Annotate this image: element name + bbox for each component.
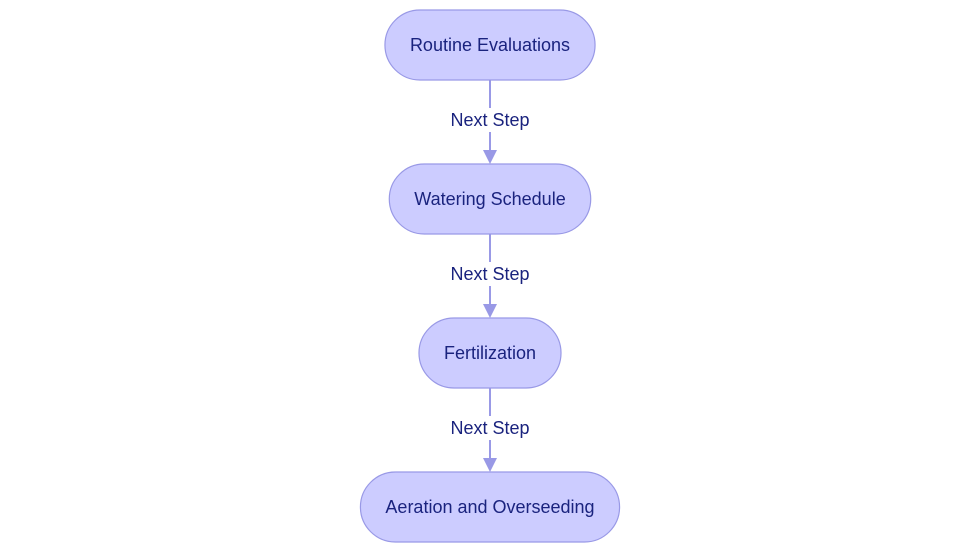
node-shape-watering-schedule <box>388 163 592 235</box>
edge-label-background <box>447 262 533 286</box>
node-shape-routine-evaluations <box>384 9 596 81</box>
node-label-routine-evaluations: Routine Evaluations <box>410 35 570 55</box>
arrow-head-icon <box>483 304 497 318</box>
node-label-watering-schedule: Watering Schedule <box>414 189 565 209</box>
edge-label: Next Step <box>450 264 529 284</box>
edge-watering-schedule-to-fertilization: Next Step <box>447 234 533 318</box>
edge-label-background <box>447 108 533 132</box>
edge-label: Next Step <box>450 418 529 438</box>
node-watering-schedule: Watering Schedule <box>388 163 592 235</box>
node-aeration-and-overseeding: Aeration and Overseeding <box>359 471 621 543</box>
arrow-head-icon <box>483 150 497 164</box>
node-label-aeration-and-overseeding: Aeration and Overseeding <box>385 497 594 517</box>
node-shape-aeration-and-overseeding <box>359 471 621 543</box>
edge-fertilization-to-aeration-and-overseeding: Next Step <box>447 388 533 472</box>
node-shape-fertilization <box>418 317 562 389</box>
node-fertilization: Fertilization <box>418 317 562 389</box>
edge-routine-evaluations-to-watering-schedule: Next Step <box>447 80 533 164</box>
edge-label-background <box>447 416 533 440</box>
node-routine-evaluations: Routine Evaluations <box>384 9 596 81</box>
edge-label: Next Step <box>450 110 529 130</box>
node-label-fertilization: Fertilization <box>444 343 536 363</box>
arrow-head-icon <box>483 458 497 472</box>
